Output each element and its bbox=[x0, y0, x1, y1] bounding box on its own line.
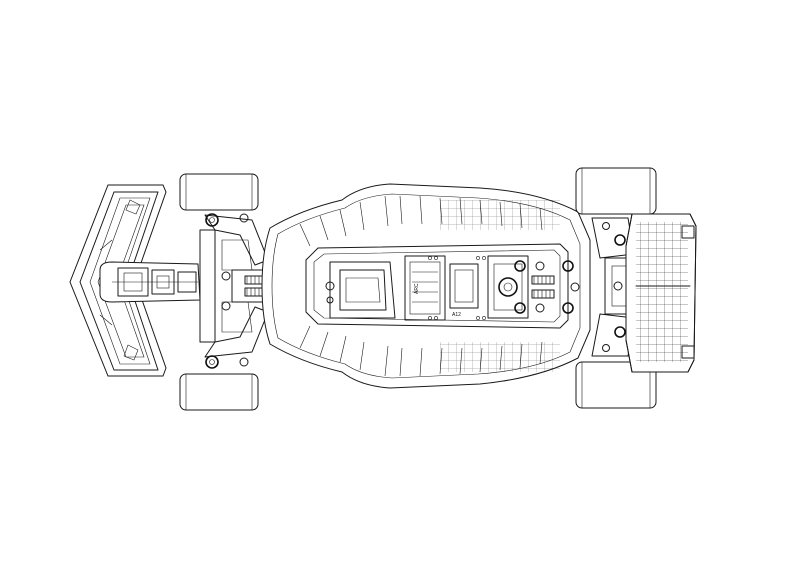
decal-code-text: A12 bbox=[452, 312, 461, 318]
mounting-holes bbox=[428, 256, 486, 320]
nose-cone bbox=[99, 261, 201, 303]
rear-right-tire bbox=[575, 361, 657, 409]
rear-wing bbox=[625, 213, 697, 373]
rear-left-tire bbox=[575, 167, 657, 215]
main-chassis: ARC A12 bbox=[261, 183, 591, 389]
front-left-tire bbox=[179, 173, 259, 211]
decal-main-text: ARC bbox=[414, 283, 420, 294]
front-right-tire bbox=[179, 373, 259, 411]
